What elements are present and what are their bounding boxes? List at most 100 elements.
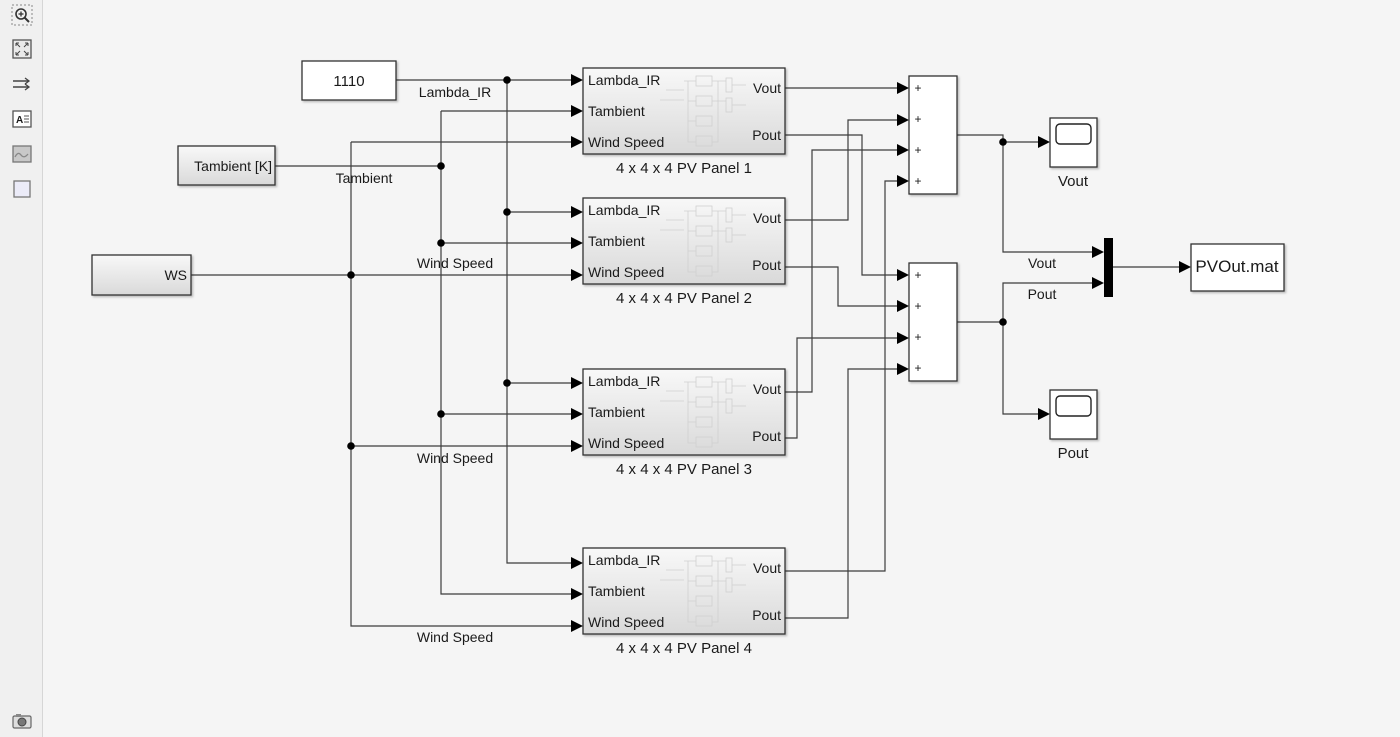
tambient-source-label: Tambient [K]: [194, 158, 272, 174]
annotation-icon[interactable]: A: [11, 108, 33, 130]
zoom-area-icon[interactable]: [11, 4, 33, 26]
panel-name-label: 4 x 4 x 4 PV Panel 2: [616, 290, 752, 307]
tambient-source-block[interactable]: Tambient [K]: [177, 145, 276, 186]
panel-name-label: 4 x 4 x 4 PV Panel 3: [616, 461, 752, 478]
panel-output-port-label: Vout: [753, 80, 781, 96]
branch-point: [437, 410, 445, 418]
ws-source-block[interactable]: WS: [91, 254, 192, 296]
panel-input-port-label: Wind Speed: [588, 614, 664, 630]
branch-points: [347, 76, 1007, 450]
input-port-arrow-icon: [1092, 277, 1104, 289]
subsystem-preview-icon: [660, 376, 746, 448]
mux-block[interactable]: [1104, 238, 1113, 297]
branch-point: [347, 271, 355, 279]
signal-line[interactable]: [785, 119, 903, 221]
signal-line[interactable]: [1002, 142, 1098, 253]
signal-line[interactable]: [350, 142, 577, 627]
input-port-arrow-icon: [897, 300, 909, 312]
model-canvas[interactable]: 1110 Lambda_IR Tambient [K] Tambient WS …: [43, 0, 1400, 737]
sum-sign: +: [914, 112, 921, 126]
panel-output-port-label: Pout: [752, 428, 781, 444]
input-port-arrow-icon: [897, 363, 909, 375]
panel-input-port-label: Tambient: [588, 233, 645, 249]
route-lines-icon[interactable]: [11, 73, 33, 95]
input-port-arrow-icon: [571, 557, 583, 569]
input-port-arrow-icon: [571, 588, 583, 600]
input-port-arrow-icon: [897, 144, 909, 156]
signal-line[interactable]: [1002, 282, 1098, 322]
panel-input-port-label: Tambient: [588, 404, 645, 420]
scope-vout[interactable]: Vout: [1049, 117, 1098, 190]
camera-icon[interactable]: [11, 710, 33, 732]
signal-line[interactable]: [785, 368, 903, 619]
subsystem-preview-icon: [660, 205, 746, 277]
palette-toolbar: A: [0, 0, 43, 737]
panel-output-port-label: Vout: [753, 210, 781, 226]
input-port-arrow-icon: [1038, 408, 1050, 420]
panel-input-port-label: Tambient: [588, 583, 645, 599]
input-port-arrow-icon: [897, 269, 909, 281]
input-port-arrow-icon: [1092, 246, 1104, 258]
scope-pout-label: Pout: [1058, 445, 1090, 462]
input-port-arrow-icon: [897, 114, 909, 126]
panel-input-port-label: Tambient: [588, 103, 645, 119]
mux-label-vout: Vout: [1028, 255, 1056, 271]
sum-block[interactable]: ++++: [908, 75, 958, 195]
scope-screen-icon: [1055, 123, 1092, 145]
sum-sign: +: [914, 268, 921, 282]
branch-point: [999, 138, 1007, 146]
signal-line[interactable]: [785, 149, 903, 393]
input-port-arrow-icon: [897, 332, 909, 344]
branch-point: [503, 379, 511, 387]
signal-line[interactable]: [506, 80, 577, 564]
input-port-arrow-icon: [571, 377, 583, 389]
ws-source-label: WS: [164, 267, 187, 283]
panel-name-label: 4 x 4 x 4 PV Panel 4: [616, 640, 752, 657]
mux-label-pout: Pout: [1028, 286, 1057, 302]
input-port-arrow-icon: [571, 440, 583, 452]
scope-pout[interactable]: Pout: [1049, 389, 1098, 462]
scope-vout-label: Vout: [1058, 173, 1089, 190]
subsystem-preview-icon: [660, 75, 746, 147]
signal-line[interactable]: [785, 180, 903, 572]
sum-block[interactable]: ++++: [908, 262, 958, 382]
branch-point: [437, 239, 445, 247]
input-port-arrow-icon: [571, 206, 583, 218]
branch-point: [347, 442, 355, 450]
sum-sign: +: [914, 361, 921, 375]
sum-sign: +: [914, 330, 921, 344]
panel-name-label: 4 x 4 x 4 PV Panel 1: [616, 160, 752, 177]
signal-line[interactable]: [785, 337, 903, 439]
image-icon[interactable]: [11, 143, 33, 165]
signal-line[interactable]: [957, 321, 1044, 415]
panel-input-port-label: Lambda_IR: [588, 373, 660, 389]
input-port-arrow-icon: [571, 269, 583, 281]
branch-point: [437, 162, 445, 170]
panel-input-port-label: Lambda_IR: [588, 72, 660, 88]
fit-to-view-icon[interactable]: [11, 38, 33, 60]
input-port-arrow-icon: [571, 620, 583, 632]
sum-sign: +: [914, 174, 921, 188]
panel-output-port-label: Vout: [753, 381, 781, 397]
signal-label-wind-speed: Wind Speed: [417, 255, 493, 271]
signal-label-wind-speed: Wind Speed: [417, 450, 493, 466]
branch-point: [503, 208, 511, 216]
to-file-block[interactable]: PVOut.mat: [1190, 243, 1285, 292]
panel-output-port-label: Pout: [752, 607, 781, 623]
panel-output-port-label: Pout: [752, 257, 781, 273]
sum-sign: +: [914, 81, 921, 95]
signal-line[interactable]: [440, 111, 577, 595]
panel-input-port-label: Lambda_IR: [588, 202, 660, 218]
input-port-arrow-icon: [1179, 261, 1191, 273]
area-icon[interactable]: [11, 178, 33, 200]
port-arrows: [571, 74, 1191, 632]
panel-input-port-label: Wind Speed: [588, 435, 664, 451]
signal-label-tambient: Tambient: [336, 170, 393, 186]
constant-block-lambda[interactable]: 1110: [301, 60, 397, 101]
signal-line[interactable]: [785, 134, 903, 276]
signal-label-lambda: Lambda_IR: [419, 84, 491, 100]
